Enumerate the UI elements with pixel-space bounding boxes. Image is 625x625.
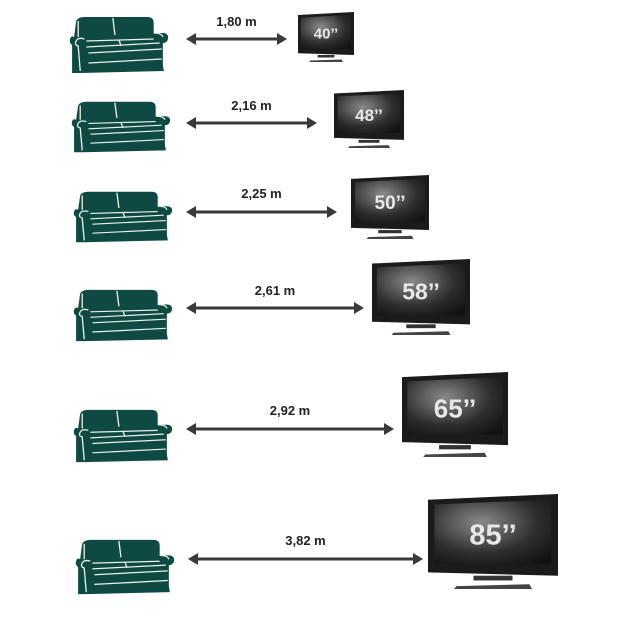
tv-icon: 85’’ [428,494,558,594]
sofa-icon [72,190,174,249]
sofa-icon [74,538,176,601]
distance-label: 1,80 m [216,14,257,29]
distance-label: 2,16 m [231,98,272,113]
tv-icon: 40’’ [298,12,354,67]
double-arrow-icon [186,205,337,223]
double-arrow-icon [186,422,394,440]
sofa-icon [70,100,172,159]
double-arrow-icon [186,301,364,319]
sofa-icon [72,288,174,348]
tv-size-label: 50’’ [375,193,406,214]
tv-icon: 50’’ [351,175,429,244]
tv-icon: 58’’ [372,259,470,340]
distance-label: 2,92 m [269,403,311,418]
tv-size-label: 40’’ [314,26,338,43]
distance-label: 3,82 m [285,533,326,548]
tv-size-label: 48’’ [355,106,383,125]
double-arrow-icon [186,32,287,50]
double-arrow-icon [188,552,423,570]
distance-label: 2,61 m [254,283,296,298]
tv-icon: 65’’ [402,372,508,462]
tv-icon: 48’’ [334,90,404,153]
tv-size-label: 58’’ [402,279,440,305]
double-arrow-icon [186,116,317,134]
tv-size-label: 85’’ [469,520,516,552]
sofa-icon [72,408,174,469]
sofa-icon [68,15,170,80]
tv-size-label: 65’’ [434,393,476,423]
distance-label: 2,25 m [241,186,282,201]
